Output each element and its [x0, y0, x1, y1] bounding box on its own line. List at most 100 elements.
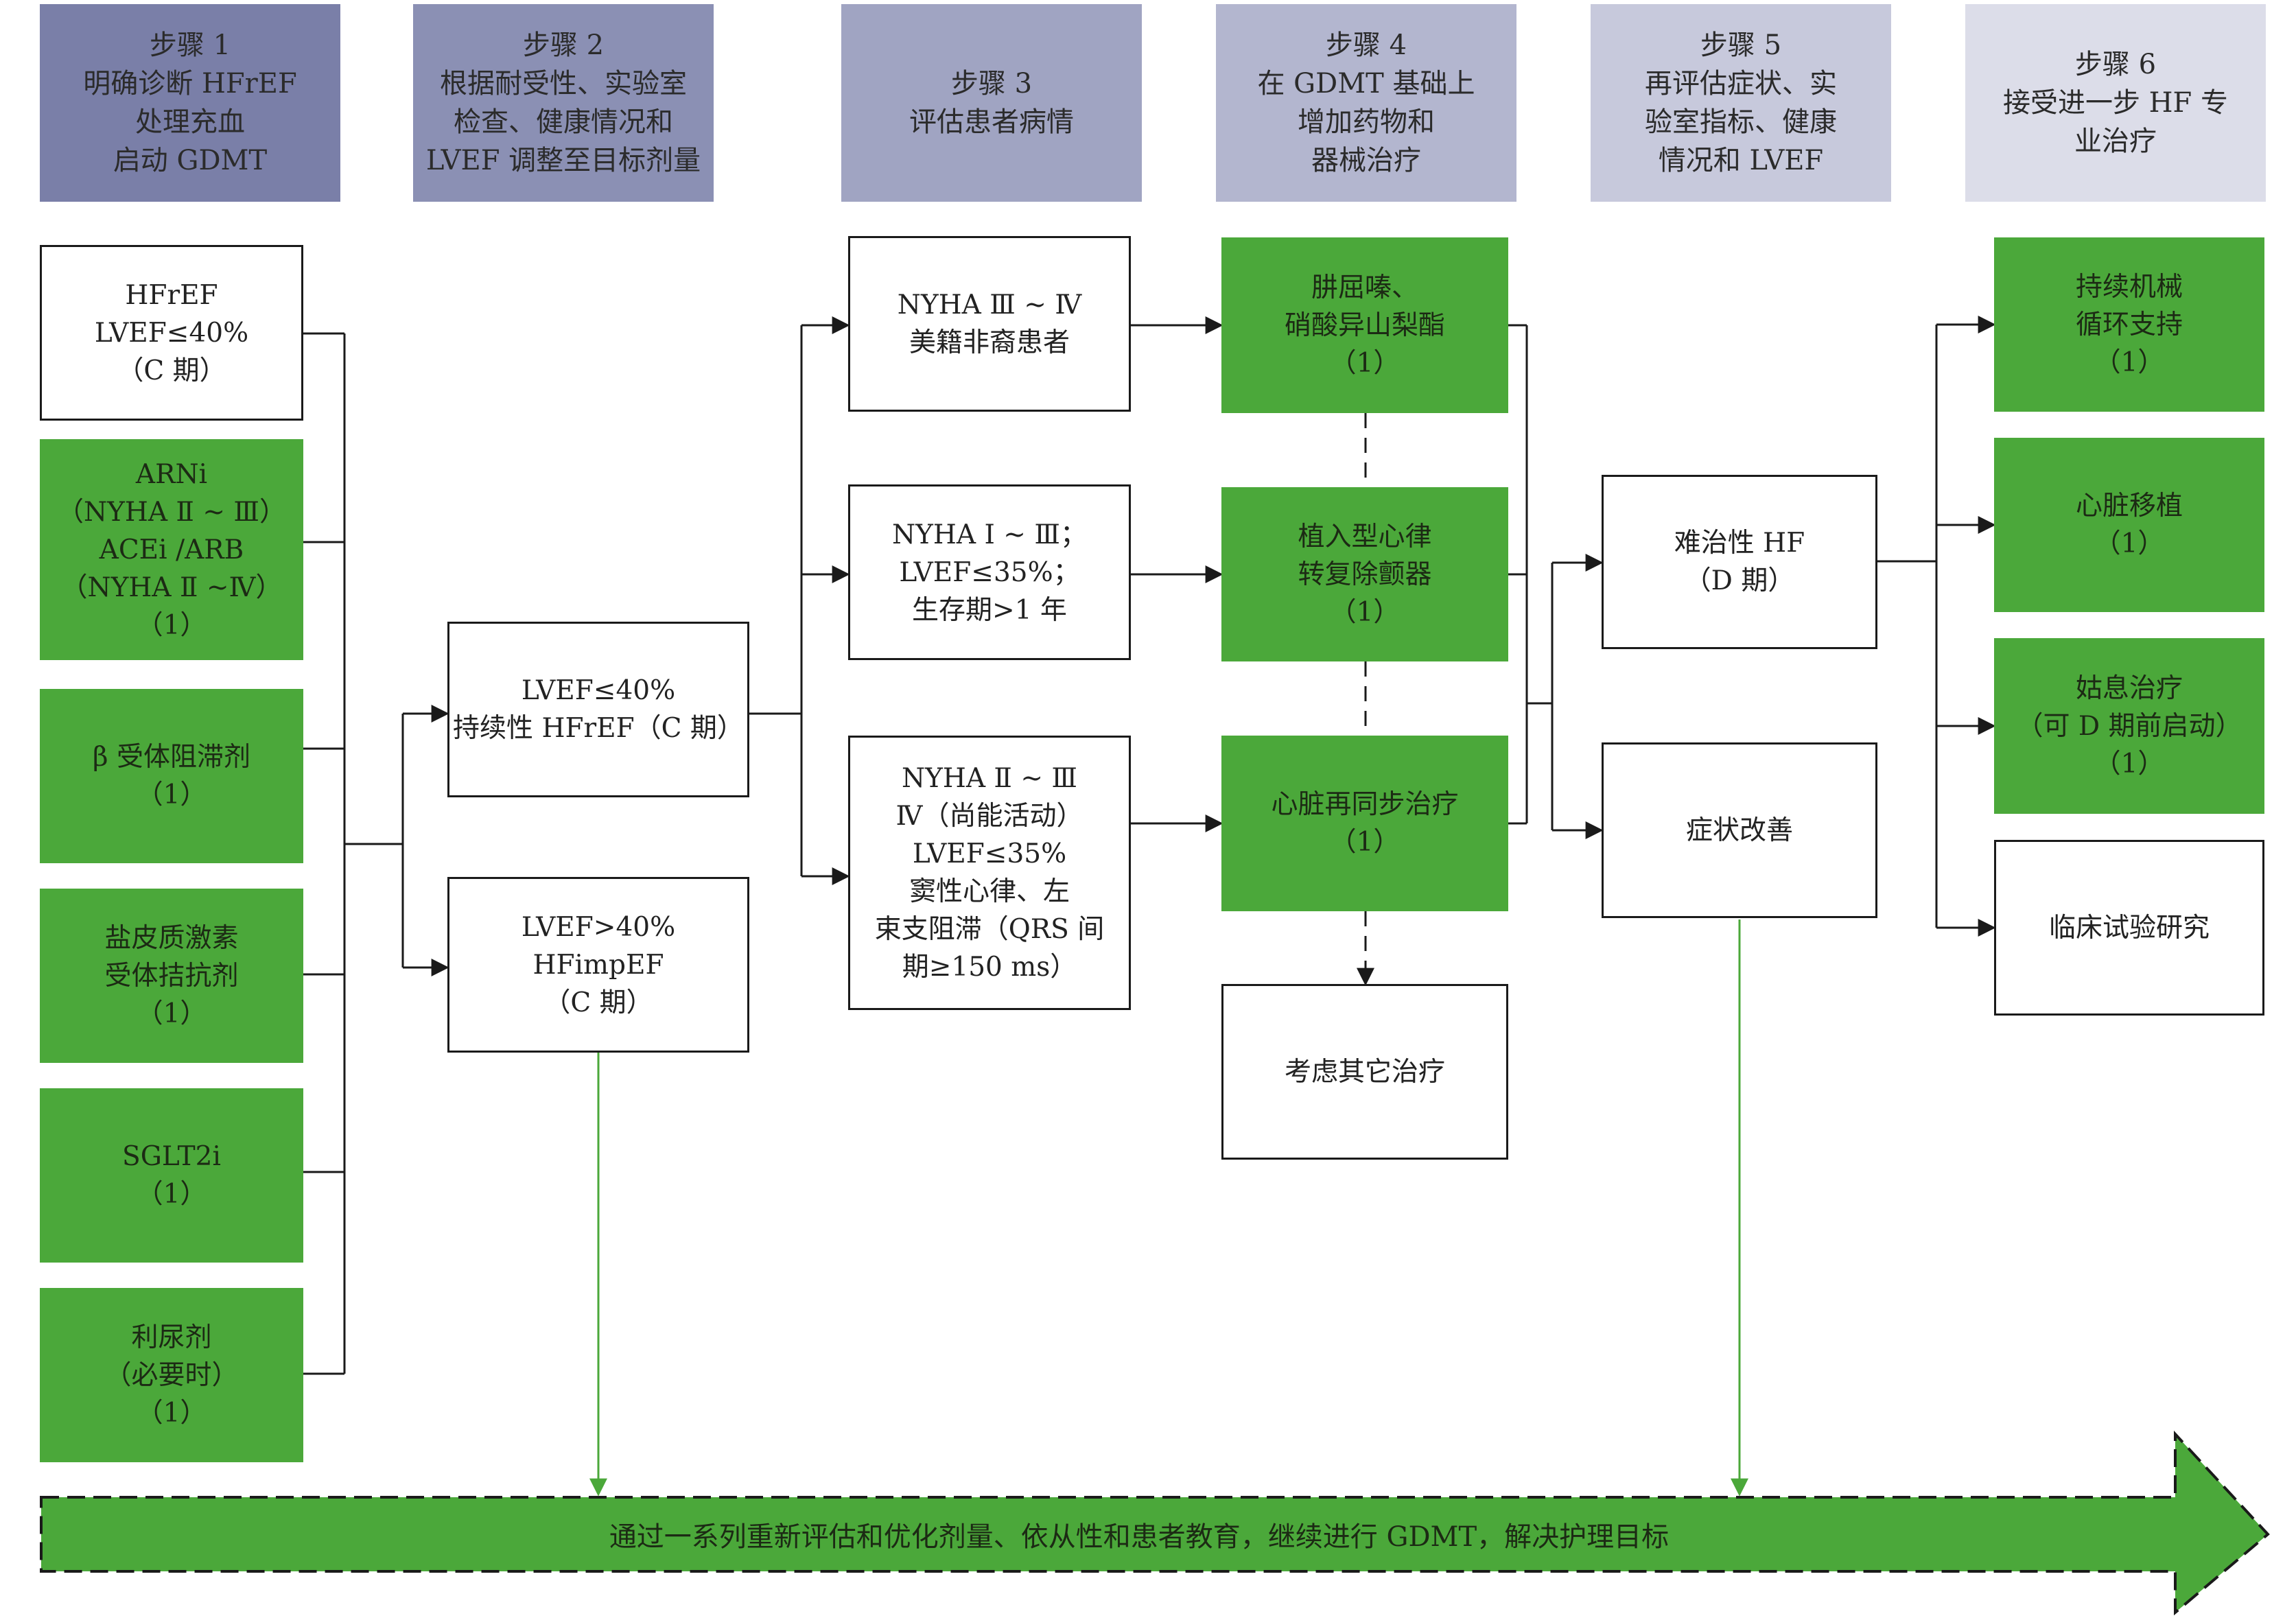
clinical-trial-box: 临床试验研究	[1994, 840, 2264, 1016]
nyha-3-4-african-american-box: NYHA Ⅲ ~ Ⅳ 美籍非裔患者	[848, 236, 1131, 412]
persistent-hfref-box: LVEF≤40% 持续性 HFrEF（C 期）	[447, 622, 749, 797]
nyha-2-4-line-4: 窦性心律、左	[909, 876, 1070, 907]
arni-line-3: ACEi /ARB	[99, 534, 244, 565]
palliative-care-box: 姑息治疗 （可 D 期前启动） （1）	[1994, 638, 2264, 814]
step-2-line-1: 步骤 2	[522, 30, 605, 61]
clinical-trial-line-1: 临床试验研究	[2048, 912, 2210, 943]
diuretic-line-2: （必要时）	[104, 1359, 239, 1391]
step-5-line-1: 步骤 5	[1700, 30, 1782, 61]
hydralazine-line-1: 肼屈嗪、	[1311, 272, 1418, 303]
nyha-2-4-line-6: 期≥150 ms）	[902, 952, 1077, 983]
step-3-line-1: 步骤 3	[950, 68, 1033, 99]
diuretic-box: 利尿剂 （必要时） （1）	[40, 1288, 303, 1462]
beta-blocker-line-2: （1）	[136, 779, 207, 810]
nyha-1-3-line-2: LVEF≤35%；	[899, 556, 1080, 588]
hfref-diagnosis-line-3: （C 期）	[117, 355, 226, 386]
nyha-2-4-line-5: 束支阻滞（QRS 间	[874, 914, 1105, 945]
icd-line-2: 转复除颤器	[1298, 559, 1432, 590]
nyha-1-3-line-1: NYHA Ⅰ ~ Ⅲ；	[892, 519, 1087, 550]
nyha-2-4-lbbb-box: NYHA Ⅱ ~ Ⅲ Ⅳ（尚能活动） LVEF≤35% 窦性心律、左 束支阻滞（…	[848, 736, 1131, 1010]
symptom-improvement-box: 症状改善	[1602, 742, 1877, 918]
arni-line-5: （1）	[136, 609, 207, 641]
arni-line-4: （NYHA Ⅱ ~Ⅳ）	[60, 572, 283, 603]
step-1-header: 步骤 1 明确诊断 HFrEF 处理充血 启动 GDMT	[40, 4, 340, 202]
persistent-hfref-line-1: LVEF≤40%	[521, 675, 676, 706]
step-6-line-3: 业治疗	[2074, 126, 2157, 157]
transplant-line-1: 心脏移植	[2075, 491, 2183, 521]
col1-bracket	[303, 332, 404, 1375]
hfimpef-line-1: LVEF>40%	[521, 911, 676, 943]
beta-blocker-box: β 受体阻滞剂 （1）	[40, 689, 303, 863]
hydralazine-isdn-box: 肼屈嗪、 硝酸异山梨酯 （1）	[1221, 237, 1508, 413]
step-5-header: 步骤 5 再评估症状、实 验室指标、健康 情况和 LVEF	[1591, 4, 1891, 202]
hfimpef-line-2: HFimpEF	[532, 949, 664, 981]
mra-line-3: （1）	[136, 998, 207, 1029]
sglt2i-box: SGLT2i （1）	[40, 1088, 303, 1263]
step-5-line-2: 再评估症状、实	[1645, 68, 1837, 99]
mcs-line-1: 持续机械	[2075, 271, 2183, 303]
hfref-diagnosis-box: HFrEF LVEF≤40% （C 期）	[40, 245, 303, 421]
col5-branch	[1877, 325, 1938, 928]
icd-box: 植入型心律 转复除颤器 （1）	[1221, 487, 1508, 661]
step-3-header: 步骤 3 评估患者病情	[841, 4, 1142, 202]
crt-box: 心脏再同步治疗 （1）	[1221, 736, 1508, 911]
step-5-line-3: 验室指标、健康	[1645, 106, 1837, 138]
palliative-line-1: 姑息治疗	[2075, 672, 2183, 704]
step-2-line-4: LVEF 调整至目标剂量	[425, 145, 701, 176]
arni-line-2: （NYHA Ⅱ ~ Ⅲ）	[56, 496, 287, 528]
nyha-1-3-line-3: 生存期>1 年	[912, 594, 1067, 626]
arni-line-1: ARNi	[135, 458, 208, 490]
symptom-improvement-line-1: 症状改善	[1685, 814, 1793, 846]
beta-blocker-line-1: β 受体阻滞剂	[93, 742, 250, 773]
refractory-hf-line-1: 难治性 HF	[1674, 528, 1805, 559]
mra-line-1: 盐皮质激素	[104, 922, 239, 954]
crt-line-1: 心脏再同步治疗	[1271, 789, 1459, 820]
mcs-line-3: （1）	[2094, 347, 2165, 378]
step-4-header: 步骤 4 在 GDMT 基础上 增加药物和 器械治疗	[1216, 4, 1516, 202]
sglt2i-line-1: SGLT2i	[122, 1141, 221, 1172]
step-1-line-2: 明确诊断 HFrEF	[83, 68, 297, 99]
col2-branch	[749, 325, 803, 876]
persistent-hfref-line-2: 持续性 HFrEF（C 期）	[453, 713, 744, 744]
nyha-2-4-line-1: NYHA Ⅱ ~ Ⅲ	[901, 763, 1078, 794]
nyha-3-4-line-2: 美籍非裔患者	[909, 327, 1070, 358]
crt-line-2: （1）	[1329, 827, 1401, 858]
step-4-line-4: 器械治疗	[1311, 145, 1421, 176]
hydralazine-line-2: 硝酸异山梨酯	[1284, 309, 1445, 341]
hfref-diagnosis-line-2: LVEF≤40%	[94, 317, 249, 349]
col4-bracket	[1508, 324, 1554, 830]
step-5-line-4: 情况和 LVEF	[1658, 145, 1824, 176]
arni-acei-arb-box: ARNi （NYHA Ⅱ ~ Ⅲ） ACEi /ARB （NYHA Ⅱ ~Ⅳ） …	[40, 439, 303, 660]
step-1-line-1: 步骤 1	[149, 30, 231, 61]
nyha-2-4-line-3: LVEF≤35%	[912, 839, 1067, 869]
step-4-line-3: 增加药物和	[1298, 106, 1435, 138]
hfimpef-box: LVEF>40% HFimpEF （C 期）	[447, 877, 749, 1053]
step-4-line-1: 步骤 4	[1325, 30, 1407, 61]
heart-transplant-box: 心脏移植 （1）	[1994, 438, 2264, 612]
refractory-hf-box: 难治性 HF （D 期）	[1602, 475, 1877, 649]
mechanical-circulatory-support-box: 持续机械 循环支持 （1）	[1994, 237, 2264, 412]
hfimpef-line-3: （C 期）	[543, 987, 653, 1018]
sglt2i-line-2: （1）	[136, 1179, 207, 1210]
mra-box: 盐皮质激素 受体拮抗剂 （1）	[40, 889, 303, 1063]
step-2-line-2: 根据耐受性、实验室	[440, 68, 687, 99]
step-6-line-1: 步骤 6	[2074, 49, 2157, 80]
step-3-line-2: 评估患者病情	[909, 106, 1074, 138]
step-4-line-2: 在 GDMT 基础上	[1257, 68, 1475, 99]
mra-line-2: 受体拮抗剂	[104, 960, 239, 992]
step-6-line-2: 接受进一步 HF 专	[2002, 87, 2229, 119]
mcs-line-2: 循环支持	[2075, 309, 2183, 340]
hydralazine-line-3: （1）	[1329, 347, 1401, 379]
nyha-3-4-line-1: NYHA Ⅲ ~ Ⅳ	[897, 290, 1082, 320]
icd-line-3: （1）	[1329, 596, 1401, 628]
palliative-line-3: （1）	[2094, 748, 2165, 779]
other-therapy-box: 考虑其它治疗	[1221, 984, 1508, 1160]
step-1-line-4: 启动 GDMT	[113, 145, 268, 176]
other-therapy-line-1: 考虑其它治疗	[1284, 1056, 1445, 1088]
transplant-line-2: （1）	[2094, 528, 2165, 559]
hfref-diagnosis-line-1: HFrEF	[125, 279, 218, 311]
gdmt-banner-text: 通过一系列重新评估和优化剂量、依从性和患者教育，继续进行 GDMT，解决护理目标	[609, 1521, 1670, 1553]
nyha-2-4-line-2: Ⅳ（尚能活动）	[895, 801, 1083, 832]
step-2-line-3: 检查、健康情况和	[454, 106, 673, 138]
